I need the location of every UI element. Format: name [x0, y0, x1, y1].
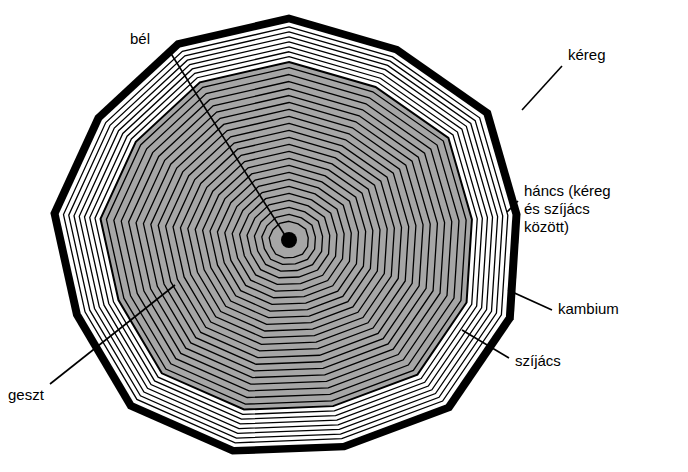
leader-line — [522, 66, 562, 110]
part-label: bél — [128, 30, 152, 48]
heartwood-ring — [217, 172, 358, 304]
heartwood-ring — [151, 109, 423, 364]
sapwood-ring — [95, 57, 477, 415]
sapwood — [59, 22, 513, 447]
heartwood-ring — [166, 123, 409, 350]
heartwood-ring — [188, 144, 387, 331]
bark — [50, 15, 520, 455]
heartwood — [100, 62, 471, 410]
heartwood-ring — [143, 102, 430, 370]
heartwood-ring — [240, 193, 337, 284]
heartwood-ring — [232, 186, 344, 291]
heartwood-ring — [129, 89, 445, 385]
sapwood-ring — [63, 27, 507, 443]
heartwood-ring — [114, 75, 459, 398]
pith — [281, 232, 297, 248]
sapwood-ring — [79, 42, 492, 429]
heartwood-ring — [173, 130, 402, 344]
heartwood-ring — [254, 207, 322, 271]
part-label: kambium — [556, 300, 621, 318]
heartwood-ring — [203, 158, 373, 317]
heartwood-ring — [247, 200, 330, 277]
heartwood-ring — [121, 82, 452, 391]
sapwood-ring — [84, 47, 487, 424]
leader-line — [507, 201, 518, 212]
heartwood-ring — [106, 68, 466, 405]
heartwood-ring — [269, 221, 308, 258]
heartwood-ring — [262, 214, 316, 264]
heartwood-ring — [225, 179, 351, 297]
leader-line — [508, 290, 552, 310]
part-label: geszt — [6, 386, 46, 404]
leader-line — [170, 52, 286, 237]
leader-line — [50, 285, 175, 384]
leader-lines — [50, 52, 562, 384]
part-label: háncs (kéreg és szíjács között) — [522, 182, 626, 236]
heartwood-ring — [180, 137, 394, 337]
heartwood-ring — [158, 116, 416, 357]
part-label: szíjács — [513, 352, 563, 370]
part-label: kéreg — [566, 46, 608, 64]
heartwood-ring — [210, 165, 366, 311]
sapwood-ring — [74, 37, 498, 433]
sapwood-ring — [90, 52, 483, 419]
sapwood-ring — [69, 32, 503, 438]
leader-line — [462, 330, 509, 358]
heartwood-ring — [195, 151, 380, 324]
heartwood-ring — [136, 96, 437, 378]
wood-rings — [50, 15, 520, 455]
